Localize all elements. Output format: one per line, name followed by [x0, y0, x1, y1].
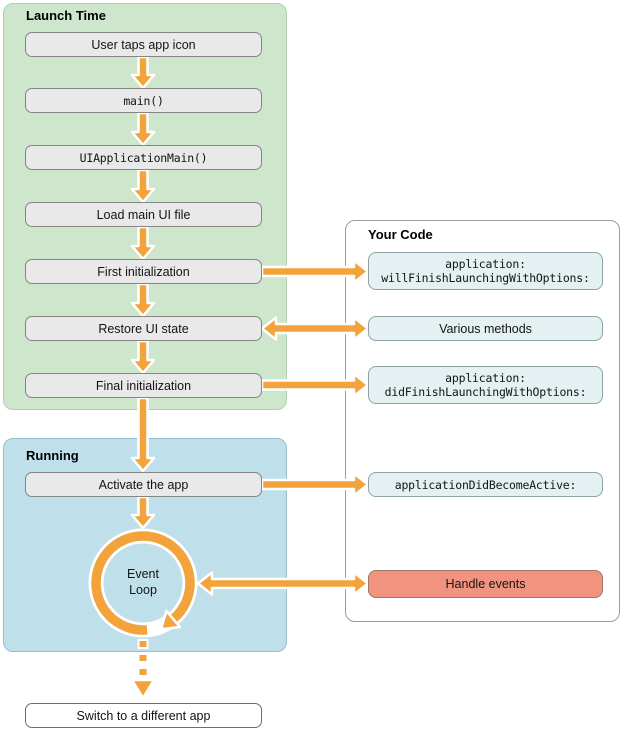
event-loop-label: Event Loop — [127, 567, 159, 597]
step-load-main-ui-file: Load main UI file — [25, 202, 262, 227]
running-panel — [3, 438, 287, 652]
codebox-various-methods: Various methods — [368, 316, 603, 341]
codebox-willfinishlaunching: application: willFinishLaunchingWithOpti… — [368, 252, 603, 290]
step-activate-the-app: Activate the app — [25, 472, 262, 497]
your-code-title: Your Code — [368, 227, 433, 242]
step-final-initialization: Final initialization — [25, 373, 262, 398]
step-uiapplicationmain: UIApplicationMain() — [25, 145, 262, 170]
step-main: main() — [25, 88, 262, 113]
step-user-taps-app-icon: User taps app icon — [25, 32, 262, 57]
step-restore-ui-state: Restore UI state — [25, 316, 262, 341]
step-first-initialization: First initialization — [25, 259, 262, 284]
dashed-arrow-segment — [137, 667, 149, 677]
switch-to-different-app-box: Switch to a different app — [25, 703, 262, 728]
codebox-didfinishlaunching: application: didFinishLaunchingWithOptio… — [368, 366, 603, 404]
dashed-arrow-head — [130, 678, 156, 700]
codebox-handle-events: Handle events — [368, 570, 603, 598]
codebox-didbecomeactive: applicationDidBecomeActive: — [368, 472, 603, 497]
running-title: Running — [26, 448, 79, 463]
launch-time-title: Launch Time — [26, 8, 106, 23]
dashed-arrow-segment — [137, 653, 149, 663]
